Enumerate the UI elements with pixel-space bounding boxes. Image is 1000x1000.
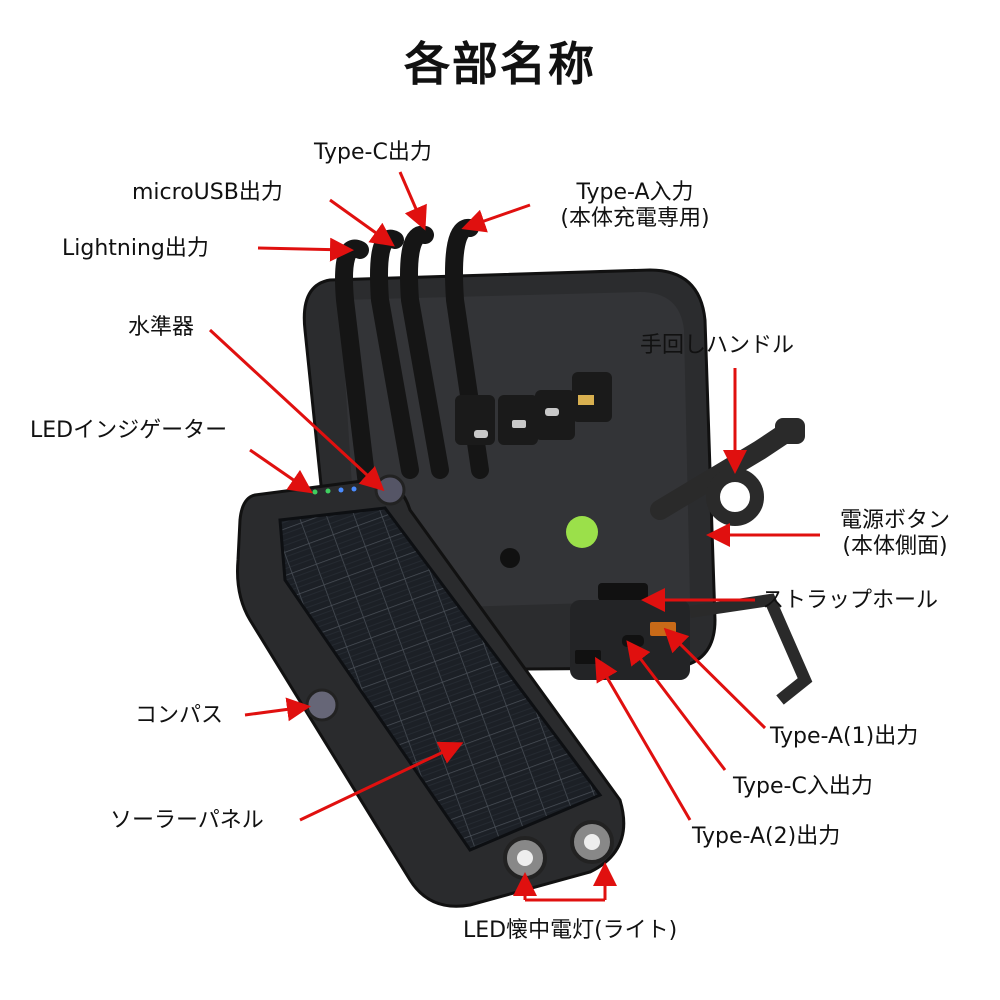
label-microusb-output: microUSB出力 [132,180,283,205]
label-lightning-output: Lightning出力 [62,236,209,261]
page-title: 各部名称 [404,37,596,91]
label-type-a-input: Type-A入力 [576,180,694,205]
callout-arrows [208,171,820,900]
label-solar-panel: ソーラーパネル [110,808,264,833]
label-type-c-io: Type-C入出力 [733,774,873,799]
label-type-a2-output: Type-A(2)出力 [692,824,841,849]
label-bubble-level: 水準器 [128,315,195,340]
label-type-a-input-note: (本体充電専用) [560,206,710,231]
bubble-level [566,516,598,548]
label-type-a1-output: Type-A(1)出力 [770,724,919,749]
solar-panel-unit [236,474,626,908]
label-crank-handle: 手回しハンドル [640,333,795,358]
label-power-button: 電源ボタン [839,508,950,533]
label-led-indicator: LEDインジゲーター [30,418,228,443]
label-type-c-output: Type-C出力 [314,140,432,165]
label-compass: コンパス [135,703,224,728]
label-led-flashlight: LED懐中電灯(ライト) [463,918,678,943]
led-indicator-lights [312,486,357,495]
label-power-button-note: (本体側面) [842,534,948,559]
label-strap-hole: ストラップホール [762,588,939,613]
